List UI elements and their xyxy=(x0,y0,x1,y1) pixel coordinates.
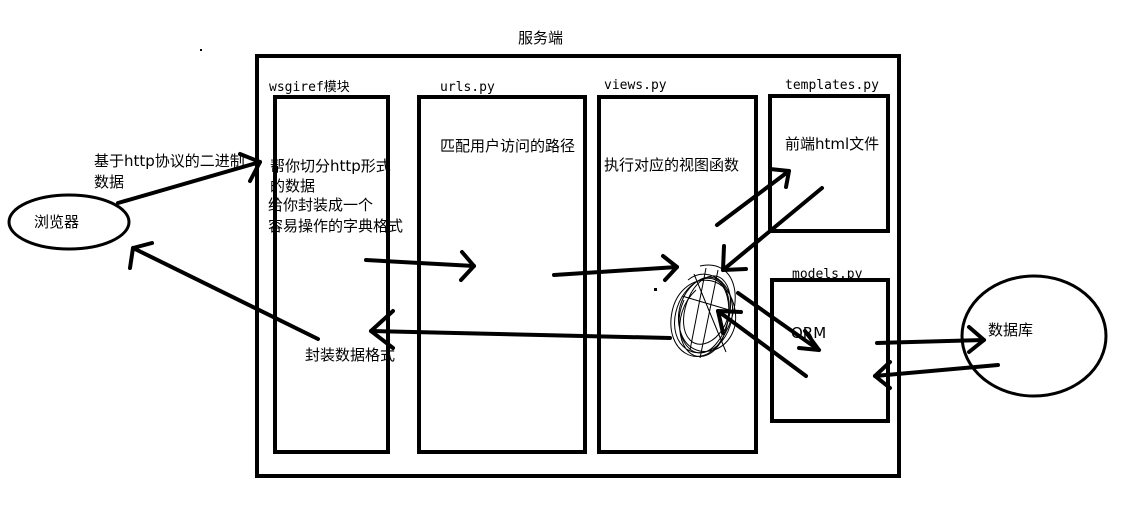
database-node xyxy=(960,274,1108,398)
urls-desc: 匹配用户访问的路径 xyxy=(440,137,575,155)
server-title: 服务端 xyxy=(518,29,563,47)
ink-dot xyxy=(654,288,657,291)
stray-dot xyxy=(200,49,202,51)
server-box xyxy=(255,54,901,478)
request-label-line1: 基于http协议的二进制 xyxy=(94,152,245,170)
arrow-views-to-wsgiref xyxy=(369,309,672,350)
wsgiref-desc-line3: 给你封装成一个 xyxy=(268,196,373,214)
urls-title: urls.py xyxy=(440,80,495,95)
arrow-templates-to-views xyxy=(721,186,824,272)
scribble-mark xyxy=(670,264,737,359)
browser-node xyxy=(7,193,131,251)
request-label-line2: 数据 xyxy=(94,173,124,191)
models-box xyxy=(770,278,890,423)
templates-box xyxy=(768,94,890,233)
wsgiref-title: wsgiref模块 xyxy=(269,80,350,95)
arrow-wsgiref-to-urls xyxy=(364,250,476,282)
database-label: 数据库 xyxy=(988,321,1033,339)
templates-title: templates.py xyxy=(785,78,879,93)
arrow-database-to-models xyxy=(873,360,1000,390)
views-box xyxy=(597,95,758,454)
arrow-urls-to-views xyxy=(552,254,679,282)
browser-label: 浏览器 xyxy=(34,213,79,231)
arrow-browser-to-wsgiref xyxy=(116,152,262,205)
arrow-views-to-templates xyxy=(715,167,791,227)
views-desc: 执行对应的视图函数 xyxy=(604,156,739,174)
arrow-models-to-database xyxy=(875,325,986,354)
wsgiref-box xyxy=(273,95,390,454)
arrow-views-to-models xyxy=(736,291,821,352)
wsgiref-desc-line4: 容易操作的字典格式 xyxy=(268,217,403,235)
wsgiref-desc-line1: 帮你切分http形式 xyxy=(270,157,391,175)
views-title: views.py xyxy=(604,78,667,93)
arrow-wsgiref-to-browser xyxy=(128,241,320,341)
wsgiref-desc-line2: 的数据 xyxy=(270,177,315,195)
templates-desc: 前端html文件 xyxy=(785,135,879,153)
wsgiref-bottom-label: 封装数据格式 xyxy=(305,346,395,364)
